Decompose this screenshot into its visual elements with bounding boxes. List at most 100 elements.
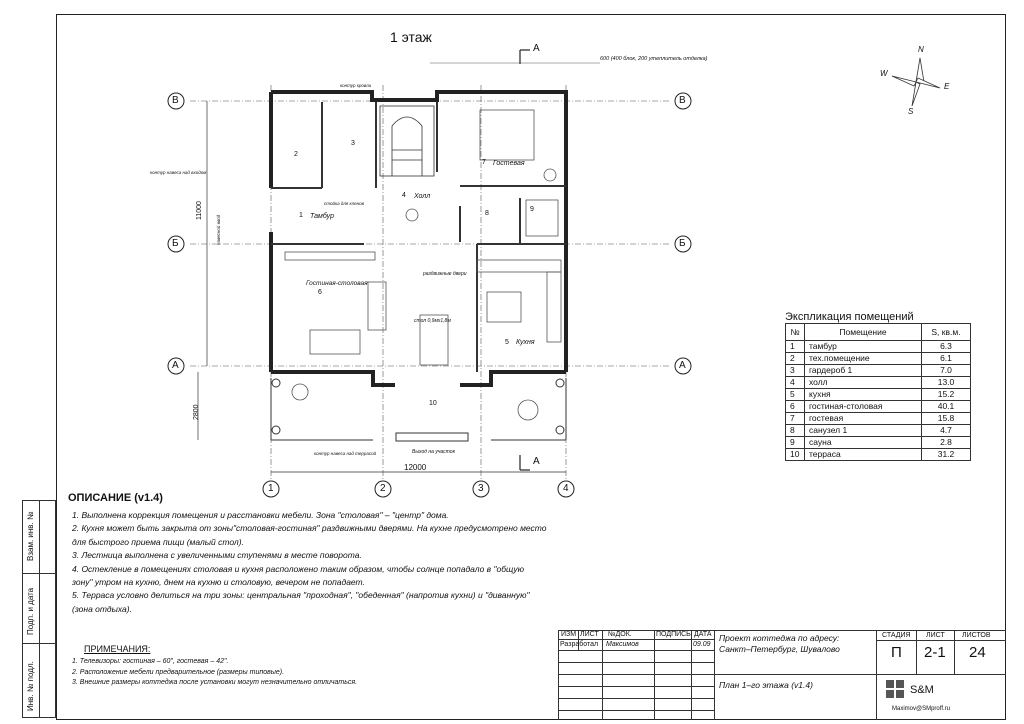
tb-brand: S&M — [910, 684, 934, 696]
axis-label-b: Б — [172, 238, 179, 249]
dimension-width: 12000 — [404, 463, 427, 472]
table-note: стол 0,9мх1,8м — [414, 318, 451, 324]
company-logo — [886, 680, 904, 698]
cell: гостиная-столовая — [804, 400, 922, 413]
side-stamp: Взам. инв. № Подп. и дата Инв. № подл. — [22, 500, 56, 718]
cell: гостевая — [804, 412, 922, 425]
cell: 6.1 — [921, 352, 971, 365]
notes-text: 1. Телевизоры: гостиная – 60", гостевая … — [72, 657, 357, 689]
room-5-number: 5 — [505, 339, 509, 346]
cell: 4 — [785, 376, 805, 389]
axis-label-v-right: В — [679, 95, 686, 106]
notes-heading: ПРИМЕЧАНИЯ: — [84, 644, 151, 654]
canopy-left-note: навесной ввод — [216, 214, 221, 245]
tb-date: 09.09 — [693, 641, 711, 648]
cell: 10 — [785, 448, 805, 461]
cell: холл — [804, 376, 922, 389]
room-9-number: 9 — [530, 206, 534, 213]
note-line: 2. Расположение мебели предварительное (… — [72, 668, 285, 676]
cell: 2 — [785, 352, 805, 365]
description-heading: ОПИСАНИЕ (v1.4) — [68, 492, 163, 504]
dimension-terrace: 2800 — [193, 404, 200, 420]
cell: 8 — [785, 424, 805, 437]
room-2-number: 2 — [294, 151, 298, 158]
tb-header: ПОДПИСЬ — [656, 631, 691, 638]
terrace-contour-note: контур навеса над террасой — [314, 451, 377, 456]
compass-n: N — [918, 45, 924, 54]
coat-rack-note: стойка для кленов — [324, 201, 365, 206]
tb-header: ЛИСТ — [926, 632, 945, 639]
roof-contour-note: контур кровли — [340, 83, 372, 88]
axis-label-4: 4 — [563, 483, 569, 494]
exit-note: Выход на участок — [412, 449, 455, 455]
sheet-title: 1 этаж — [390, 29, 432, 45]
tb-header: №ДОК. — [608, 631, 632, 638]
compass-w: W — [880, 69, 888, 78]
cell: 9 — [785, 436, 805, 449]
room-8-number: 8 — [485, 210, 489, 217]
cell: 15.2 — [921, 388, 971, 401]
room-1-name: Тамбур — [310, 213, 334, 220]
stamp-label: Подп. и дата — [26, 587, 35, 635]
compass-s: S — [908, 107, 914, 116]
cell: тамбур — [804, 340, 922, 353]
tb-author: Максимов — [606, 641, 639, 648]
tb-sheets: 24 — [969, 644, 986, 661]
room-7-number: 7 — [482, 159, 486, 166]
description-line: (зона отдыха). — [72, 603, 132, 614]
cell: 15.8 — [921, 412, 971, 425]
axis-label-3: 3 — [478, 483, 484, 494]
cell: 7.0 — [921, 364, 971, 377]
col-header: S, кв.м. — [921, 323, 971, 341]
room-4-name: Холл — [414, 193, 431, 200]
wall-note: 600 (400 блок, 200 утеплитель отделка) — [600, 56, 708, 62]
tb-header: СТАДИЯ — [882, 632, 911, 639]
compass-e: E — [944, 82, 950, 91]
room-10-number: 10 — [429, 400, 437, 407]
axis-label-2: 2 — [380, 483, 386, 494]
cell: санузел 1 — [804, 424, 922, 437]
cell: 13.0 — [921, 376, 971, 389]
tb-sheet-name: План 1–го этажа (v1.4) — [719, 680, 813, 690]
description-line: 5. Терраса условно делиться на три зоны:… — [72, 590, 530, 601]
room-5-name: Кухня — [516, 339, 535, 346]
tb-header: ИЗМ — [561, 631, 577, 638]
tb-header: ЛИСТ — [580, 631, 599, 638]
cell: терраса — [804, 448, 922, 461]
tb-project: Проект коттеджа по адресу: Санкт–Петербу… — [719, 633, 840, 654]
room-7-name: Гостевая — [493, 160, 525, 167]
stamp-label: Инв. № подл. — [26, 661, 35, 711]
cell: сауна — [804, 436, 922, 449]
axis-label-v: В — [172, 95, 179, 106]
description-line: 4. Остекление в помещениях столовая и ку… — [72, 563, 525, 574]
col-header: Помещение — [804, 323, 922, 341]
axis-label-b-right: Б — [679, 238, 686, 249]
cell: 6.3 — [921, 340, 971, 353]
stamp-label: Взам. инв. № — [26, 511, 35, 561]
room-6-name: Гостиная-столовая — [306, 280, 368, 287]
room-3-number: 3 — [351, 140, 355, 147]
axis-label-a-right: А — [679, 360, 686, 371]
axis-label-1: 1 — [268, 483, 274, 494]
description-text: 1. Выполнена коррекция помещения и расст… — [72, 509, 592, 616]
drawing-frame — [56, 14, 1006, 720]
cell: 3 — [785, 364, 805, 377]
col-header: № — [785, 323, 805, 341]
cell: 2.8 — [921, 436, 971, 449]
tb-stage: П — [891, 644, 902, 661]
cell: гардероб 1 — [804, 364, 922, 377]
tb-header: ЛИСТОВ — [962, 632, 991, 639]
sliding-doors-note: раздвижные двери — [423, 271, 467, 277]
